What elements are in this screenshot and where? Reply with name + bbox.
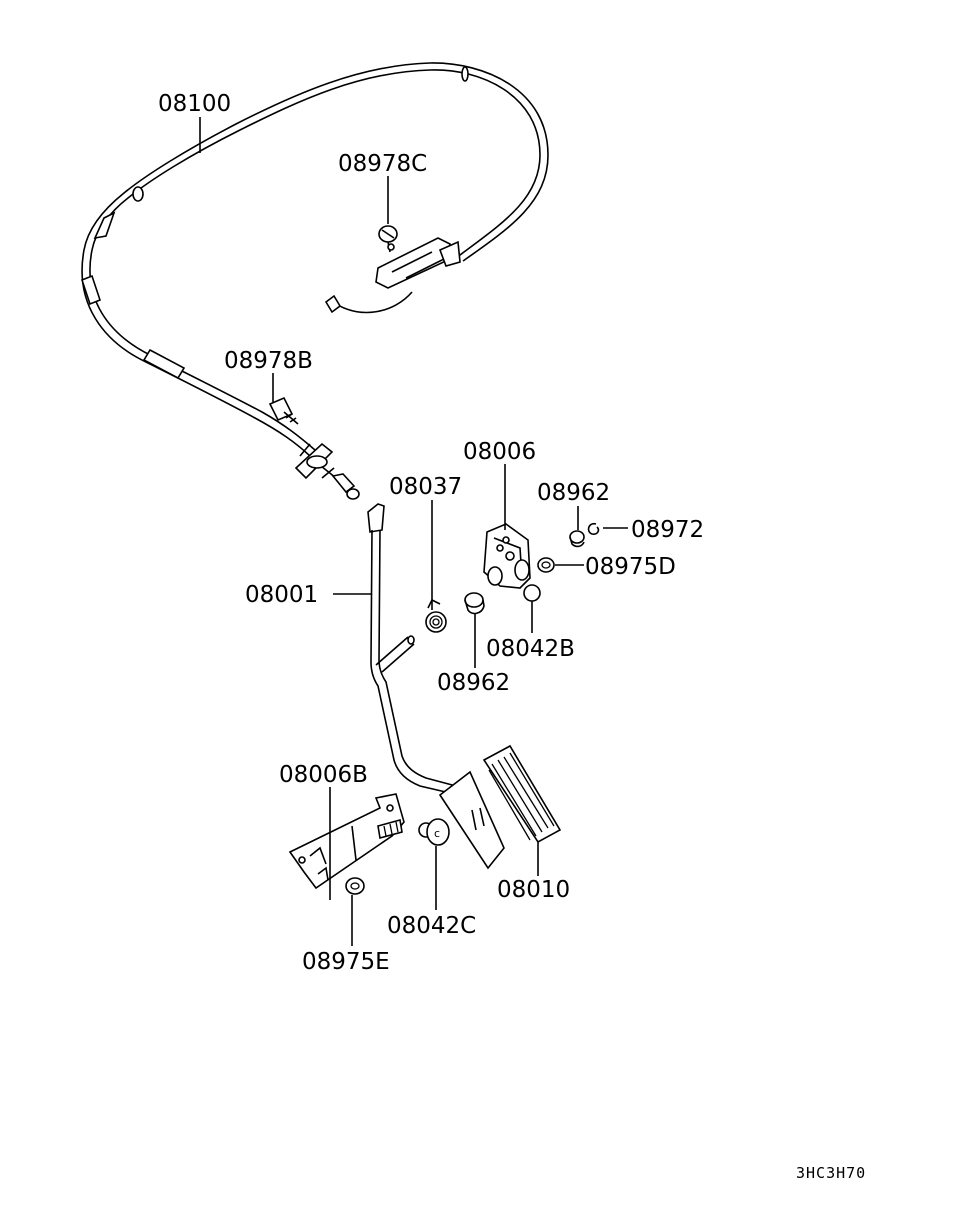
pedal-cover xyxy=(482,744,562,844)
callout-08972: 08972 xyxy=(631,517,704,543)
callout-08001: 08001 xyxy=(245,582,318,608)
stopper-bracket xyxy=(288,793,405,890)
callout-08978C: 08978C xyxy=(338,151,427,177)
callout-08006B: 08006B xyxy=(279,762,368,788)
callout-08010: 08010 xyxy=(497,877,570,903)
callout-08042C: 08042C xyxy=(387,913,476,939)
leader-lines xyxy=(199,117,628,946)
callout-08962-bottom: 08962 xyxy=(437,670,510,696)
callout-08975D: 08975D xyxy=(585,554,676,580)
bushing-lower xyxy=(464,592,485,615)
accelerator-cable xyxy=(81,62,549,500)
pedal-pad xyxy=(438,770,505,870)
pedal-bracket xyxy=(483,523,531,589)
diagram-code: 3HC3H70 xyxy=(796,1164,866,1182)
callout-08978B: 08978B xyxy=(224,348,313,374)
clip-08978B xyxy=(268,396,299,425)
cable-grommet xyxy=(294,442,335,480)
callout-08100: 08100 xyxy=(158,91,231,117)
callout-08962-top: 08962 xyxy=(537,480,610,506)
callout-08042B: 08042B xyxy=(486,636,575,662)
cable-bracket xyxy=(375,237,461,289)
callout-08975E: 08975E xyxy=(302,949,390,975)
stopper-upper xyxy=(523,584,541,602)
stopper-bolt xyxy=(377,818,403,840)
e-ring xyxy=(587,522,600,535)
pedal-arm xyxy=(367,503,457,794)
stopper-lower: c xyxy=(418,818,450,846)
callout-08037: 08037 xyxy=(389,474,462,500)
svg-text:c: c xyxy=(434,827,440,840)
callout-08006: 08006 xyxy=(463,439,536,465)
clip-08978C xyxy=(378,225,398,253)
nut-upper xyxy=(537,557,555,573)
return-spring xyxy=(425,598,447,633)
bushing-upper xyxy=(569,530,585,548)
callout-labels: 08100 08978C 08978B 08006 08037 08962 08… xyxy=(158,91,704,975)
nut-lower xyxy=(345,877,365,895)
